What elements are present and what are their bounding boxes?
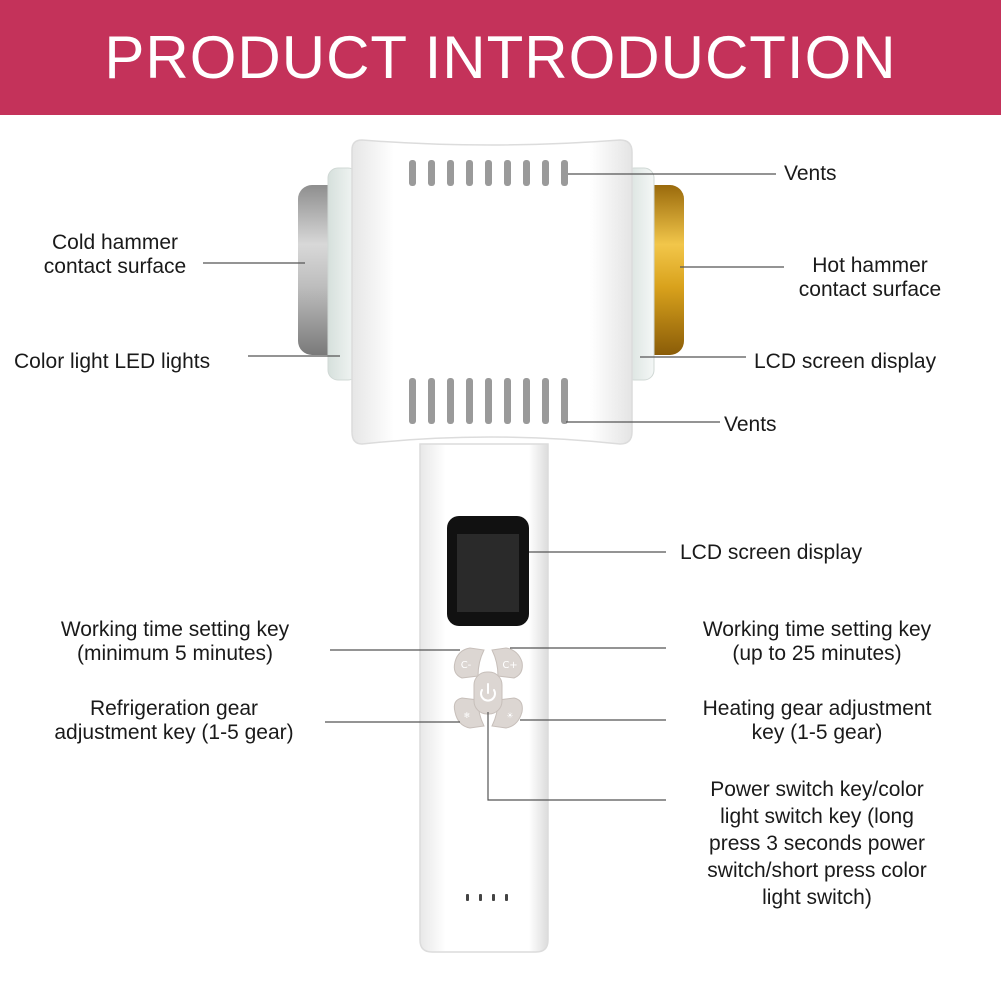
label-heating-key: Heating gear adjustment key (1-5 gear) bbox=[702, 697, 932, 744]
power-icon bbox=[480, 683, 496, 702]
cold-icon: ❄ bbox=[464, 711, 471, 720]
label-lcd-handle: LCD screen display bbox=[680, 541, 863, 564]
power-button bbox=[473, 671, 503, 715]
label-cold-hammer: Cold hammer contact surface bbox=[43, 231, 187, 278]
clock-minus-icon: C- bbox=[461, 660, 472, 671]
top-vents bbox=[409, 160, 568, 186]
label-power-key: Power switch key/color light switch key … bbox=[707, 778, 927, 909]
time-up-button: C+ bbox=[491, 647, 523, 679]
device-head bbox=[351, 139, 633, 445]
hot-hammer bbox=[623, 167, 684, 381]
time-down-button: C- bbox=[453, 647, 485, 679]
label-time-key-max: Working time setting key (up to 25 minut… bbox=[702, 618, 932, 665]
bottom-vents bbox=[409, 378, 568, 424]
clock-plus-icon: C+ bbox=[502, 660, 517, 671]
label-color-led: Color light LED lights bbox=[14, 350, 211, 373]
header-banner: PRODUCT INTRODUCTION bbox=[0, 0, 1001, 115]
lcd-screen bbox=[447, 516, 529, 626]
label-time-key-min: Working time setting key (minimum 5 minu… bbox=[60, 618, 290, 665]
label-vents-top: Vents bbox=[784, 162, 837, 185]
hot-icon: ☀ bbox=[506, 711, 513, 720]
label-lcd-top: LCD screen display bbox=[754, 350, 937, 373]
page-title: PRODUCT INTRODUCTION bbox=[104, 24, 897, 91]
cold-hammer bbox=[298, 167, 359, 381]
leader-lines bbox=[203, 173, 784, 801]
label-refrigeration-key: Refrigeration gear adjustment key (1-5 g… bbox=[54, 697, 294, 744]
label-vents-bottom: Vents bbox=[724, 413, 777, 436]
label-hot-hammer: Hot hammer contact surface bbox=[798, 254, 942, 301]
indicator-dots bbox=[466, 894, 508, 901]
control-buttons: C- C+ ❄ ☀ bbox=[453, 647, 523, 729]
